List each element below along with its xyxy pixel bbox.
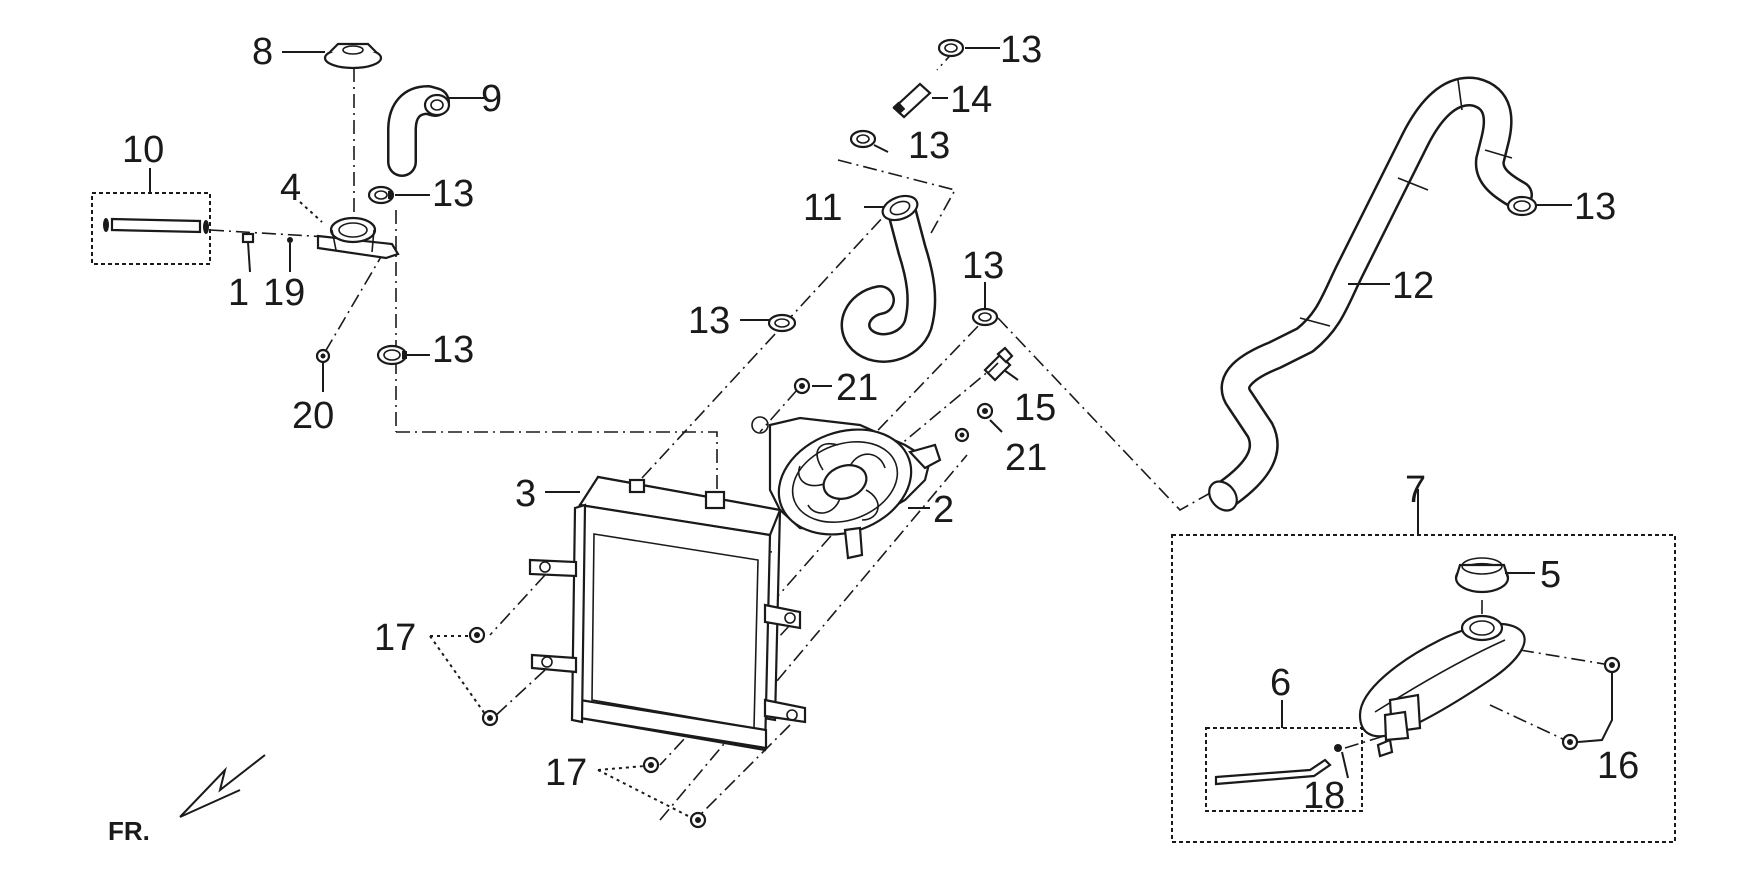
callout-7: 7	[1405, 469, 1426, 511]
hose-clamp-13-right	[1506, 195, 1538, 217]
callout-1: 1	[228, 272, 249, 314]
hose-9	[387, 85, 451, 177]
callout-9: 9	[481, 78, 502, 120]
callout-21-a: 21	[836, 367, 878, 409]
callout-12: 12	[1392, 265, 1434, 307]
hose-10	[103, 217, 209, 234]
callout-13-g: 13	[1574, 186, 1616, 228]
part-1-washer	[241, 232, 255, 244]
part-19-pin	[287, 237, 293, 243]
callout-14: 14	[950, 79, 992, 121]
bolt-20	[315, 348, 331, 364]
hose-11	[840, 194, 937, 363]
callout-4: 4	[280, 167, 301, 209]
callout-16: 16	[1597, 745, 1639, 787]
callout-11: 11	[803, 187, 842, 229]
joint-pipe-14	[892, 82, 932, 119]
radiator-cap-8	[323, 42, 383, 70]
reservoir-cap-5	[1454, 557, 1510, 594]
callout-17-a: 17	[374, 617, 416, 659]
callout-5: 5	[1540, 554, 1561, 596]
callout-13-f: 13	[962, 245, 1004, 287]
callout-3: 3	[515, 473, 536, 515]
callout-18: 18	[1303, 775, 1345, 817]
group-box-7	[1171, 534, 1676, 843]
reservoir-tank-7	[1358, 614, 1526, 758]
callout-13-b: 13	[432, 329, 474, 371]
callout-10: 10	[122, 129, 164, 171]
front-direction-label: FR.	[108, 816, 150, 846]
bolts-17	[468, 626, 707, 829]
callout-21-b: 21	[1005, 437, 1047, 479]
radiator-3	[528, 475, 807, 752]
group-box-6	[1205, 727, 1363, 812]
callout-13-d: 13	[908, 125, 950, 167]
bolts-21	[793, 377, 994, 443]
callout-13-c: 13	[1000, 29, 1042, 71]
hose-clamps-13	[367, 38, 999, 366]
callout-19: 19	[263, 272, 305, 314]
callout-15: 15	[1014, 387, 1056, 429]
cooling-fan-2	[751, 416, 942, 560]
callout-2: 2	[933, 489, 954, 531]
callout-8: 8	[252, 31, 273, 73]
filler-neck-4	[316, 216, 400, 260]
overflow-hose-6	[1214, 744, 1342, 786]
hose-12	[1208, 76, 1538, 512]
callout-13-e: 13	[688, 300, 730, 342]
callout-20: 20	[292, 395, 334, 437]
callout-17-b: 17	[545, 752, 587, 794]
bolts-16	[1561, 656, 1621, 751]
front-direction-marker: FR.	[108, 754, 266, 846]
temp-sensor-15	[983, 346, 1014, 382]
callout-13-a: 13	[432, 173, 474, 215]
callout-numbers: 8 9 10 4 1 19 20 13 13 13 14 13 11 13 13…	[122, 29, 1639, 817]
callout-6: 6	[1270, 662, 1291, 704]
leader-lines	[149, 47, 1613, 819]
